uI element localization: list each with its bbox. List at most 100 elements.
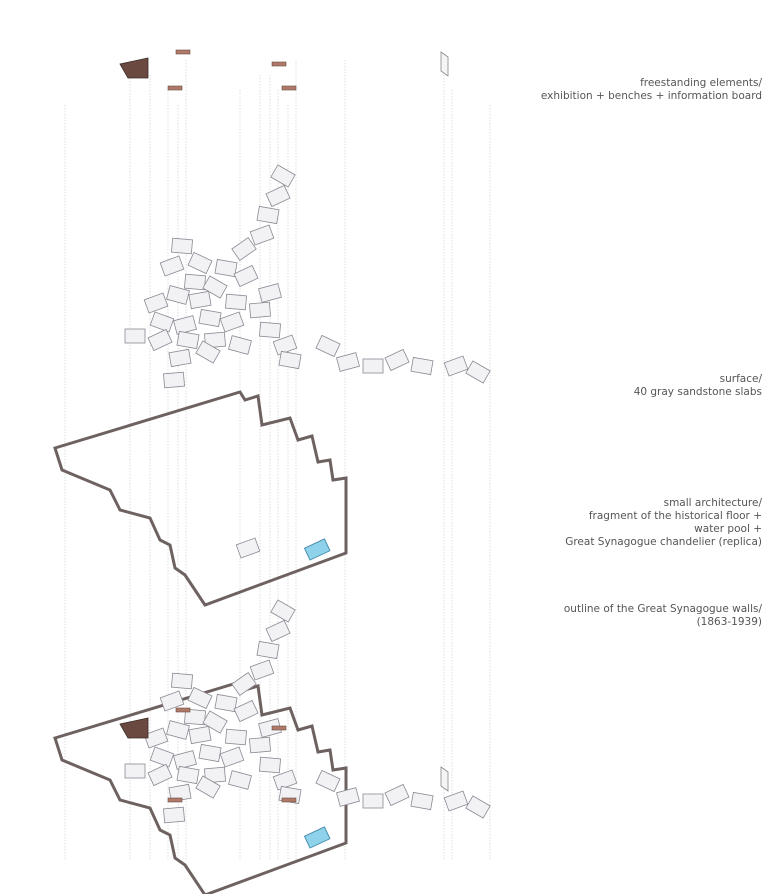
sandstone-slab [198,308,222,328]
bench [167,797,183,803]
sandstone-slab [384,783,410,807]
label-line: Great Synagogue chandelier (replica) [565,536,762,548]
sandstone-slab [248,301,272,319]
label-line: exhibition + benches + information board [540,90,762,102]
exhibition-object [119,57,149,79]
sandstone-slabs [124,164,491,824]
sandstone-slab [272,334,298,356]
label-title: surface/ [719,373,762,385]
information-board [440,766,449,792]
sandstone-slab [143,727,169,749]
sandstone-slab [187,686,213,710]
sandstone-slab [168,348,192,368]
sandstone-slab [183,273,207,291]
label-title: freestanding elements/ [640,77,762,89]
sandstone-slab [231,236,257,262]
bench [167,85,183,91]
sandstone-slab [315,334,341,358]
bench [175,49,191,55]
bench [175,707,191,713]
historical-floor-fragment [235,537,261,559]
sandstone-slab [315,769,341,793]
sandstone-slab [159,255,185,277]
sandstone-slab [258,283,282,303]
sandstone-slab [443,790,469,812]
sandstone-slab [195,340,221,364]
sandstone-slab [336,787,360,807]
sandstone-slab [202,710,228,734]
information-board [440,51,449,77]
label-small-architecture: small architecture/ fragment of the hist… [565,497,762,549]
sandstone-slab [173,750,197,770]
bench [271,725,287,731]
sandstone-slab [231,671,257,697]
sandstone-slab [249,659,275,681]
sandstone-slab [384,348,410,372]
label-line: (1863-1939) [696,616,762,628]
sandstone-slab [233,264,259,288]
sandstone-slab [149,311,175,333]
sandstone-slab [465,795,491,819]
sandstone-slab [176,765,200,785]
sandstone-slab [214,258,238,278]
sandstone-slab [256,205,280,225]
sandstone-slab [410,791,434,811]
synagogue-wall-outlines [53,390,348,894]
label-title: small architecture/ [663,497,762,509]
sandstone-slab [270,164,296,188]
sandstone-slab [195,775,221,799]
sandstone-slab [233,699,259,723]
label-title: outline of the Great Synagogue walls/ [563,603,762,615]
sandstone-slab [198,743,222,763]
sandstone-slab [176,330,200,350]
sandstone-slab [162,806,186,824]
sandstone-slab [124,763,146,779]
sandstone-slab [166,285,190,305]
sandstone-slab [272,769,298,791]
sandstone-slab [147,763,173,787]
wall-outline [53,680,348,894]
sandstone-slab [265,619,291,643]
wall-outline [53,390,348,607]
sandstone-slab [203,331,227,349]
sandstone-slab [362,793,384,809]
sandstone-slab [143,292,169,314]
sandstone-slab [224,728,248,746]
sandstone-slab [443,355,469,377]
sandstone-slab [147,328,173,352]
sandstone-slab [219,746,245,768]
sandstone-slab [410,356,434,376]
sandstone-slab [258,718,282,738]
sandstone-slab [159,690,185,712]
sandstone-slab [202,275,228,299]
sandstone-slab [162,371,186,389]
sandstone-slab [258,756,282,774]
bench [281,797,297,803]
sandstone-slab [224,293,248,311]
sandstone-slab [188,725,212,745]
sandstone-slab [187,251,213,275]
label-line: fragment of the historical floor + [588,510,762,522]
sandstone-slab [149,746,175,768]
sandstone-slab [170,672,194,690]
sandstone-slab [166,720,190,740]
sandstone-slab [258,321,282,339]
label-line: 40 gray sandstone slabs [633,386,762,398]
exhibition-object [119,717,149,739]
sandstone-slab [219,311,245,333]
label-freestanding-elements: freestanding elements/ exhibition + benc… [541,77,762,103]
sandstone-slab [256,640,280,660]
label-surface: surface/ 40 gray sandstone slabs [634,373,762,399]
label-outline-walls: outline of the Great Synagogue walls/ (1… [564,603,762,629]
bench [281,85,297,91]
sandstone-slab [265,184,291,208]
sandstone-slab [270,599,296,623]
label-line: water pool + [694,523,762,535]
freestanding-elements [119,49,449,849]
sandstone-slab [228,770,252,790]
sandstone-slab [170,237,194,255]
sandstone-slab [124,328,146,344]
sandstone-slab [248,736,272,754]
water-pool [303,826,331,849]
